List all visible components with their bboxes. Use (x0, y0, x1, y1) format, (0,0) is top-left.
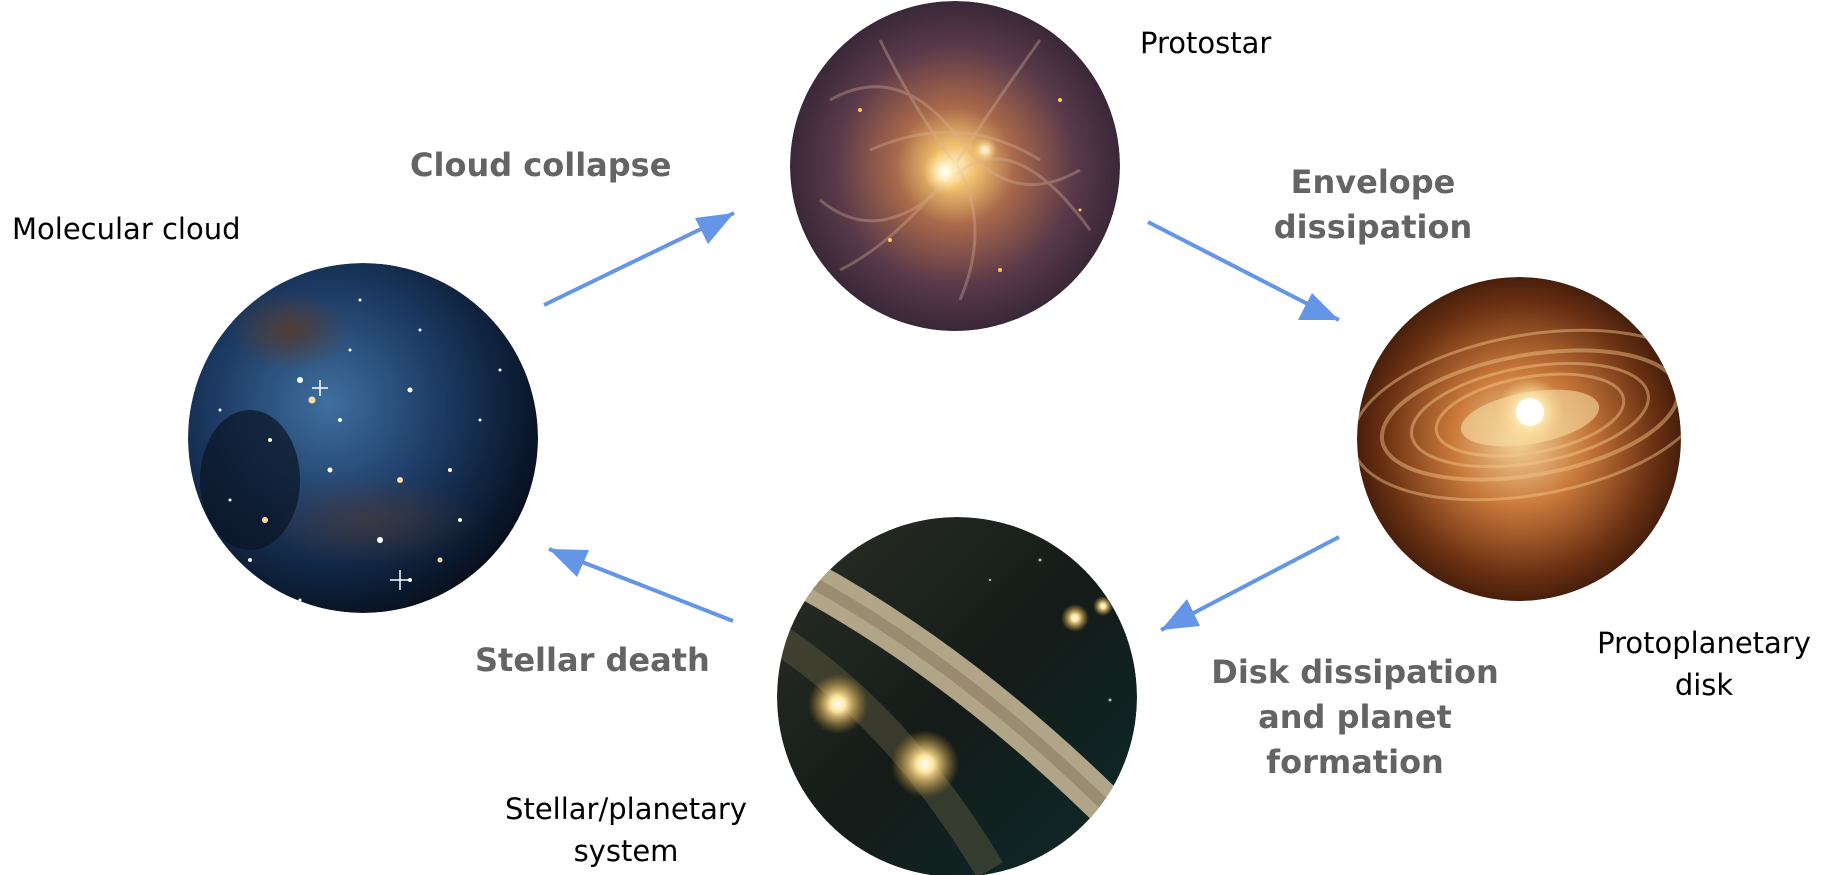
label-disk-dissipation-line1: Disk dissipation (1210, 650, 1500, 695)
arrow-stellar-death-head (549, 549, 589, 577)
arrow-disk-dissipation-head (1161, 599, 1200, 630)
label-envelope-dissipation: Envelope dissipation (1268, 160, 1478, 250)
label-planetary-system-line1: Stellar/planetary (486, 788, 766, 830)
label-stellar-death: Stellar death (475, 638, 710, 683)
label-disk-dissipation: Disk dissipation and planet formation (1210, 650, 1500, 785)
planetary-system-image (770, 517, 1137, 875)
label-molecular-cloud: Molecular cloud (12, 208, 241, 250)
label-cloud-collapse: Cloud collapse (410, 143, 671, 188)
label-protoplanetary-disk-line2: disk (1584, 664, 1824, 706)
label-planetary-system-line2: system (486, 830, 766, 872)
label-disk-dissipation-line2: and planet (1210, 695, 1500, 740)
label-protoplanetary-disk-line1: Protoplanetary (1584, 622, 1824, 664)
protoplanetary-disk-image (1339, 277, 1721, 601)
label-disk-dissipation-line3: formation (1210, 740, 1500, 785)
arrow-envelope-dissipation-head (1298, 293, 1339, 320)
label-protoplanetary-disk: Protoplanetary disk (1584, 622, 1824, 706)
arrow-cloud-collapse-head (695, 213, 734, 244)
label-envelope-dissipation-line2: dissipation (1268, 205, 1478, 250)
label-envelope-dissipation-line1: Envelope (1268, 160, 1478, 205)
label-planetary-system: Stellar/planetary system (486, 788, 766, 872)
label-protostar: Protostar (1140, 22, 1271, 64)
protostar-image (790, 1, 1120, 331)
molecular-cloud-image (188, 263, 538, 613)
